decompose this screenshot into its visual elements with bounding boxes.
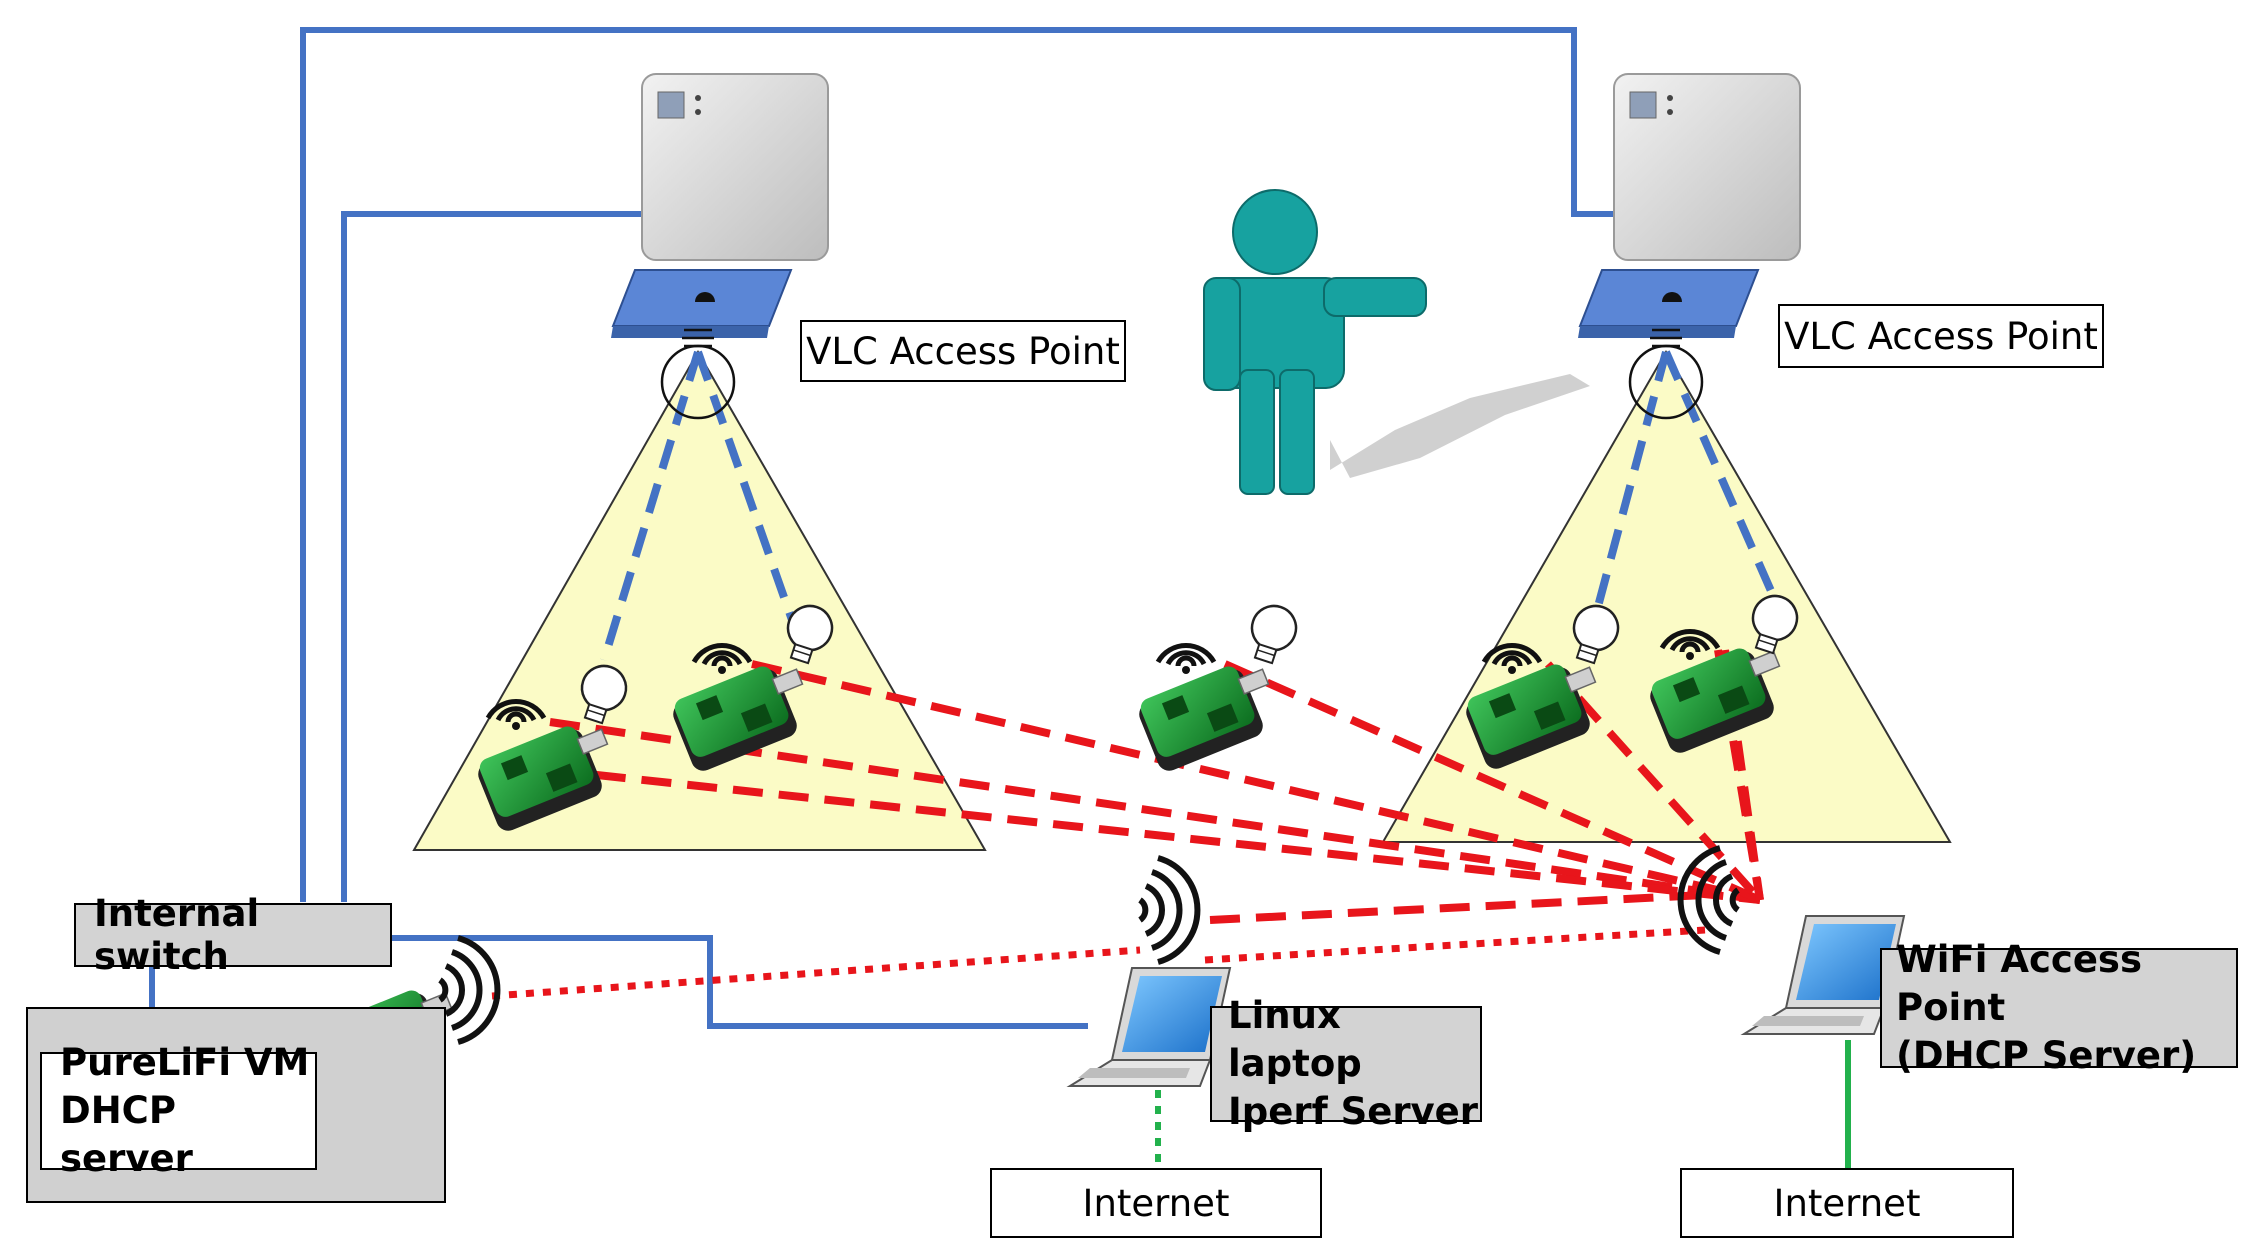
- linux-laptop-icon: [1069, 967, 1231, 1087]
- purelifi-vm-line1: PureLiFi VM: [60, 1041, 310, 1084]
- ceiling-lamp-right: [1628, 328, 1704, 420]
- internet-right-label: Internet: [1680, 1168, 2014, 1238]
- ceiling-lamp-left: [660, 328, 736, 420]
- vlc-ap-right-label: VLC Access Point: [1778, 304, 2104, 368]
- vlc-downlinks: [600, 350, 1779, 662]
- wifi-icon-3: [1158, 645, 1214, 674]
- vlc-ap-left-label: VLC Access Point: [800, 320, 1126, 382]
- purelifi-vm-label: PureLiFi VM DHCP server: [40, 1041, 317, 1180]
- ap-plate-right: [1577, 269, 1759, 339]
- vm-wifi-icon: [440, 938, 497, 1042]
- ap-device-right: [1613, 73, 1801, 261]
- internet-left-label: Internet: [990, 1168, 1322, 1238]
- wifi-ap-label: WiFi Access Point (DHCP Server): [1880, 938, 2238, 1077]
- linux-laptop-wifi-icon: [1140, 858, 1197, 962]
- person-icon: [1203, 189, 1427, 495]
- ethernet-links: [149, 27, 1620, 1065]
- person-shadow: [1330, 374, 1590, 478]
- wifi-ap-wifi-icon: [1681, 848, 1738, 952]
- ap-device-left: [641, 73, 829, 261]
- linux-laptop-label: Linux laptop Iperf Server: [1210, 994, 1482, 1133]
- client-dongle-3: [1133, 653, 1286, 776]
- linux-laptop-line2: Iperf Server: [1228, 1090, 1479, 1133]
- wifi-dotted-links: [491, 926, 1706, 1000]
- ap-plate-left: [610, 269, 792, 339]
- purelifi-vm-line2: DHCP server: [60, 1089, 193, 1180]
- bulb-icon-3: [1241, 599, 1303, 669]
- linux-laptop-line1: Linux laptop: [1228, 994, 1362, 1085]
- wifi-ap-line2: (DHCP Server): [1896, 1034, 2197, 1077]
- internal-switch-label: Internal switch: [74, 892, 392, 978]
- wifi-ap-line1: WiFi Access Point: [1896, 938, 2142, 1029]
